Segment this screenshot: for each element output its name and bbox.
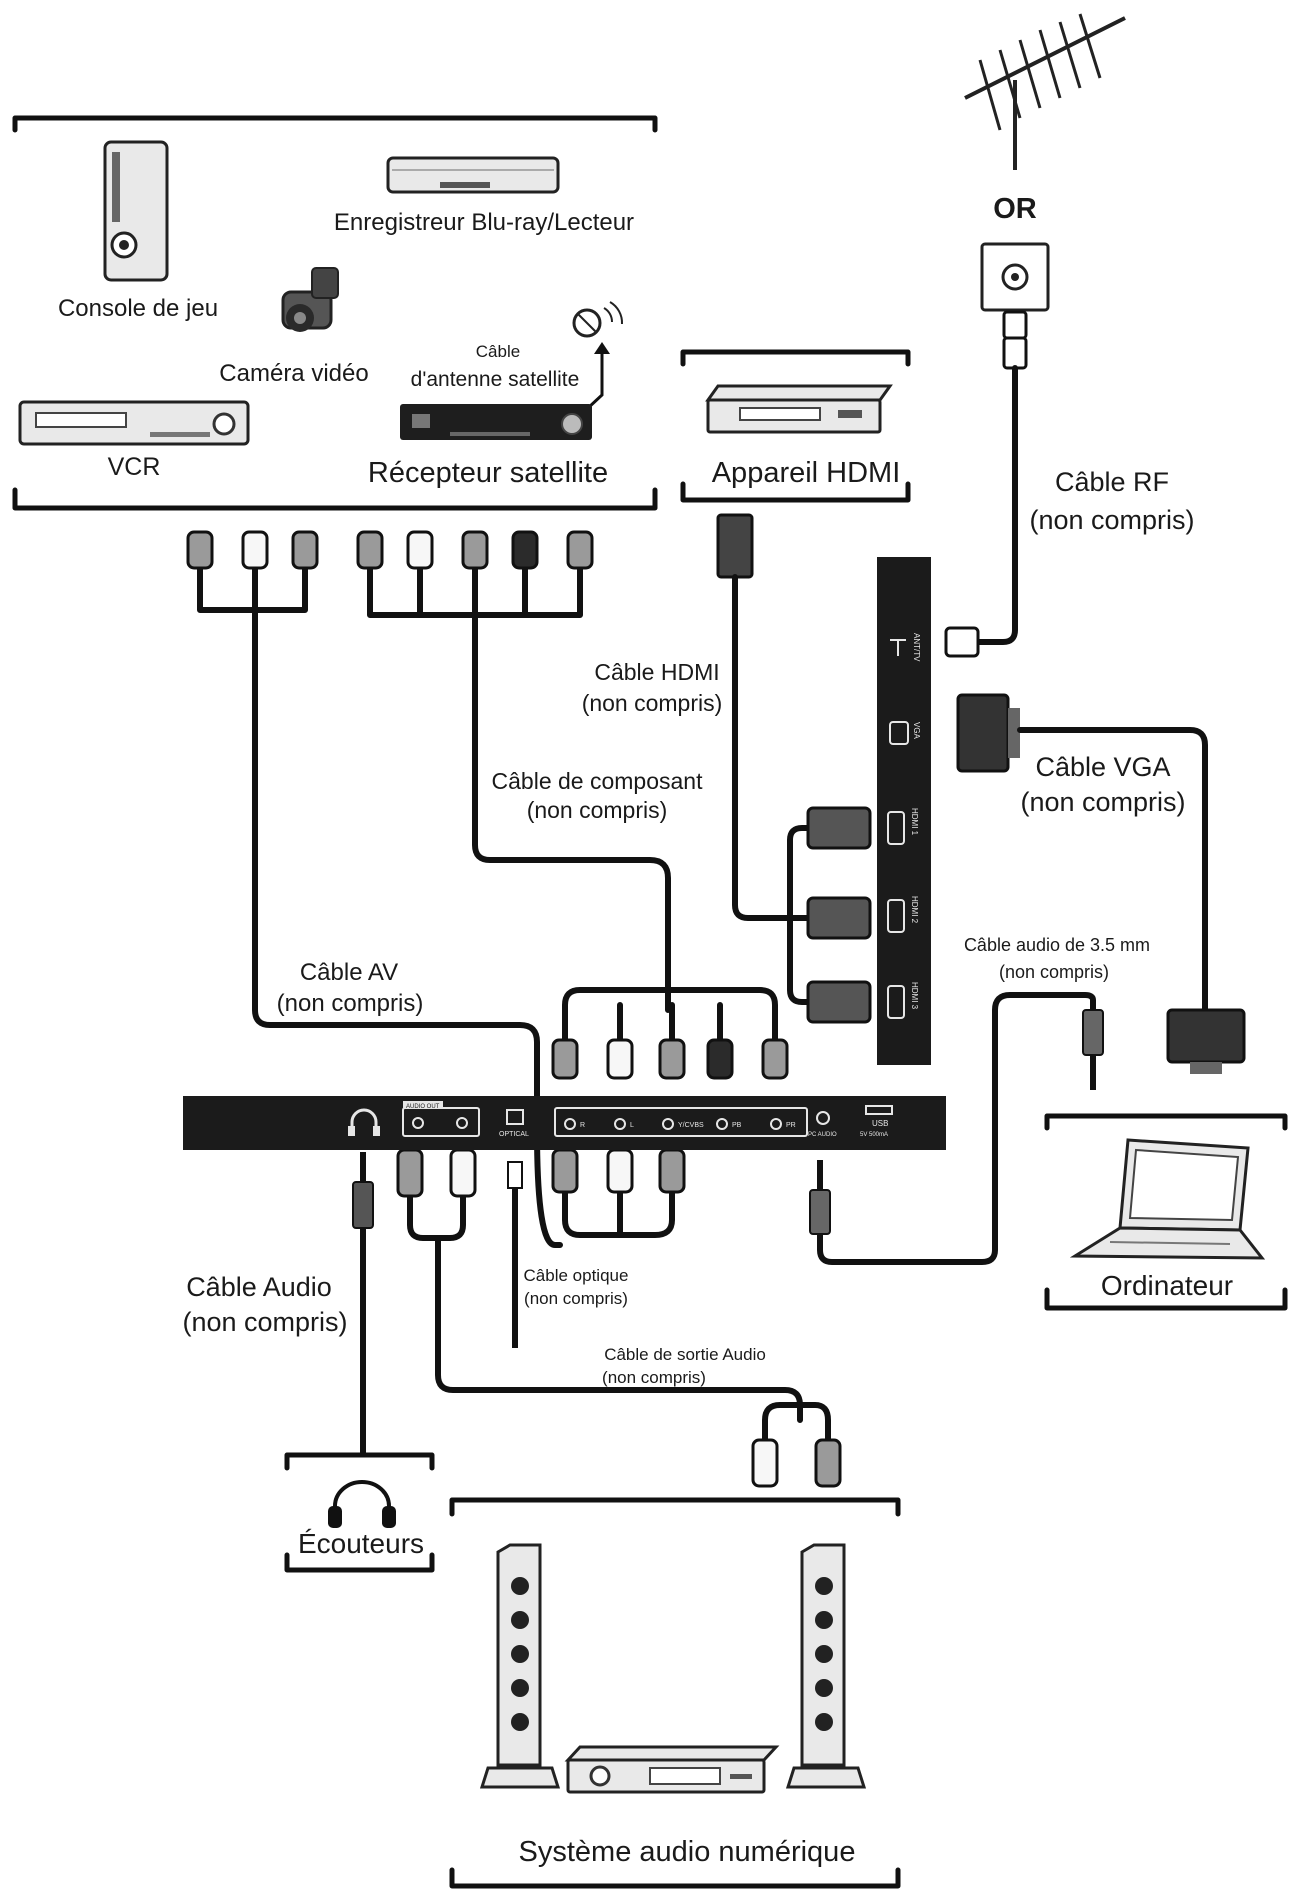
satellite-cable-label-2: d'antenne satellite [411,368,580,391]
av-cable-label-2: (non compris) [277,990,424,1017]
headphones-label: Écouteurs [298,1528,424,1559]
bluray-label: Enregistreur Blu-ray/Lecteur [334,209,634,236]
usb-port: USB 5V 500mA [860,1105,893,1138]
component-cable-label-2: (non compris) [527,797,668,823]
audio-receiver-icon [564,1745,780,1794]
vga-cable-label-1: Câble VGA [1035,752,1170,782]
audio-35-cable-label-1: Câble audio de 3.5 mm [964,935,1150,955]
wall-outlet-icon [980,242,1050,312]
digital-audio-bracket [449,1497,901,1889]
antenna-icon [964,13,1126,170]
port-pb-label: PB [732,1122,742,1129]
hdmi2-port-label: HDMI 2 [910,896,919,924]
video-camera-label: Caméra vidéo [219,360,368,387]
satellite-dish-icon [572,301,624,338]
hdmi1-port-label: HDMI 1 [910,808,919,836]
hdmi-cable-label-1: Câble HDMI [594,659,719,685]
source-devices-bracket [12,115,658,511]
optical-cable [507,1161,523,1348]
audio-cable-label-2: (non compris) [182,1307,347,1337]
audio-out-port: AUDIO OUT [402,1101,480,1137]
computer-bracket [1044,1113,1288,1311]
port-r-label: R [580,1122,585,1129]
hdmi-device-label: Appareil HDMI [712,457,901,489]
hdmi-device-bracket [680,349,911,503]
port-l-label: L [630,1122,634,1129]
tv-bottom-panel: AUDIO OUT OPTICAL R L Y/CVBS PB PR PC AU… [183,1096,946,1150]
satellite-receiver-icon [400,404,592,440]
component-cable [356,530,789,1080]
computer-label: Ordinateur [1101,1270,1233,1301]
rf-port-label: ANT/TV [912,633,921,662]
usb-power-label: 5V 500mA [860,1132,888,1138]
hdmi3-port-label: HDMI 3 [910,982,919,1010]
rf-cable [944,310,1028,658]
optical-cable-label-2: (non compris) [524,1289,628,1308]
bluray-player-icon [386,156,560,194]
rf-port: ANT/TV [890,633,921,662]
hdmi1-port: HDMI 1 [887,808,919,845]
vga-port: VGA [889,721,921,745]
audio-out-cable-label-1: Câble de sortie Audio [604,1345,766,1364]
hdmi2-port: HDMI 2 [887,896,919,933]
vga-port-label: VGA [912,722,921,740]
tv-side-panel: ANT/TV VGA HDMI 1 HDMI 2 HDMI 3 [877,557,931,1065]
optical-port: OPTICAL [499,1109,529,1138]
port-pr-label: PR [786,1122,796,1129]
audio-35-cable [809,992,1104,1265]
rf-cable-label-2: (non compris) [1029,505,1194,535]
digital-audio-label: Système audio numérique [519,1836,856,1868]
hdmi-device-icon [705,384,893,434]
game-console-icon [103,140,169,282]
vga-cable [956,693,1246,1074]
hdmi-cable-label-2: (non compris) [582,690,723,716]
audio-out-port-label: AUDIO OUT [406,1104,440,1110]
video-camera-icon [281,267,339,332]
component-in-cable [551,1148,686,1238]
satellite-cable-label-1: Câble [476,342,520,361]
av-cable-label-1: Câble AV [300,959,398,986]
right-speaker-icon [785,1543,867,1789]
pc-audio-port-label: PC AUDIO [808,1132,837,1138]
headphones-icon [328,1480,396,1528]
audio-out-cable [396,1148,842,1488]
headphone-cable [352,1152,374,1455]
vcr-icon [18,400,250,446]
satellite-antenna-cable [586,342,610,410]
port-y-cvbs-label: Y/CVBS [678,1122,704,1129]
usb-port-label: USB [872,1119,888,1128]
vga-cable-label-2: (non compris) [1020,787,1185,817]
av-cable [186,530,563,1248]
headphones-bracket [284,1452,435,1573]
laptop-icon [1069,1138,1266,1260]
optical-cable-label-1: Câble optique [524,1266,629,1285]
audio-cable-label-1: Câble Audio [186,1272,332,1302]
headphone-jack [348,1108,380,1136]
audio-out-cable-label-2: (non compris) [602,1368,706,1387]
vcr-label: VCR [108,453,161,481]
rf-cable-label-1: Câble RF [1055,467,1169,497]
pc-audio-port: PC AUDIO [808,1111,837,1138]
component-av-ports: R L Y/CVBS PB PR [554,1107,808,1137]
or-label: OR [993,193,1037,225]
hdmi3-port: HDMI 3 [887,982,919,1019]
game-console-label: Console de jeu [58,295,218,322]
component-cable-label-1: Câble de composant [492,768,704,794]
satellite-receiver-label: Récepteur satellite [368,457,608,489]
optical-port-label: OPTICAL [499,1131,529,1138]
left-speaker-icon [479,1543,561,1789]
audio-35-cable-label-2: (non compris) [999,962,1109,982]
hdmi-cable [716,513,872,1024]
